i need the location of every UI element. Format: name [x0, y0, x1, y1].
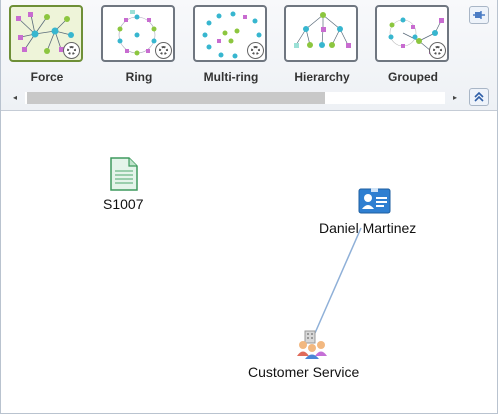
- force-layout-thumbnail: [9, 5, 83, 62]
- scroll-track[interactable]: [25, 92, 445, 104]
- gear-icon[interactable]: [247, 42, 264, 59]
- pin-button[interactable]: [469, 6, 489, 24]
- scroll-thumb[interactable]: [27, 92, 325, 104]
- gear-icon[interactable]: [429, 42, 446, 59]
- document-icon: [110, 157, 138, 191]
- multi-ring-layout-thumbnail: [193, 5, 267, 62]
- layout-label: Ring: [125, 70, 153, 84]
- hierarchy-layout-thumbnail: [284, 5, 358, 62]
- layout-multi-ring-button[interactable]: Multi-ring: [193, 5, 269, 90]
- collapse-toolbar-button[interactable]: [469, 88, 489, 106]
- scroll-right-arrow[interactable]: ▸: [452, 93, 457, 102]
- gear-icon[interactable]: [63, 42, 80, 59]
- id-card-icon: [358, 188, 391, 214]
- graph-edge[interactable]: [1, 111, 497, 413]
- ring-layout-thumbnail: [101, 5, 175, 62]
- person-node-label: Daniel Martinez: [319, 220, 417, 236]
- layout-force-button[interactable]: Force: [9, 5, 85, 90]
- document-node-label: S1007: [103, 196, 144, 212]
- layout-label: Grouped: [388, 70, 438, 84]
- layout-toolbar: Force Ring: [1, 0, 497, 111]
- group-icon: [297, 330, 327, 359]
- graph-canvas[interactable]: S1007 Daniel Martinez Customer Ser: [1, 111, 497, 413]
- double-chevron-up-icon: [474, 91, 484, 102]
- group-node-label: Customer Service: [248, 364, 360, 380]
- layout-label: Force: [30, 70, 64, 84]
- layout-label: Multi-ring: [203, 70, 259, 84]
- layout-grouped-button[interactable]: Grouped: [375, 5, 451, 90]
- grouped-layout-thumbnail: [375, 5, 449, 62]
- layout-hierarchy-button[interactable]: Hierarchy: [284, 5, 360, 90]
- horizontal-scrollbar[interactable]: ◂ ▸: [9, 90, 461, 105]
- layout-ring-button[interactable]: Ring: [101, 5, 177, 90]
- document-node[interactable]: [109, 157, 139, 191]
- pin-icon: [473, 11, 485, 19]
- scroll-left-arrow[interactable]: ◂: [12, 93, 17, 102]
- layout-label: Hierarchy: [294, 70, 350, 84]
- gear-icon[interactable]: [155, 42, 172, 59]
- person-node[interactable]: [358, 188, 391, 214]
- group-node[interactable]: [296, 330, 328, 360]
